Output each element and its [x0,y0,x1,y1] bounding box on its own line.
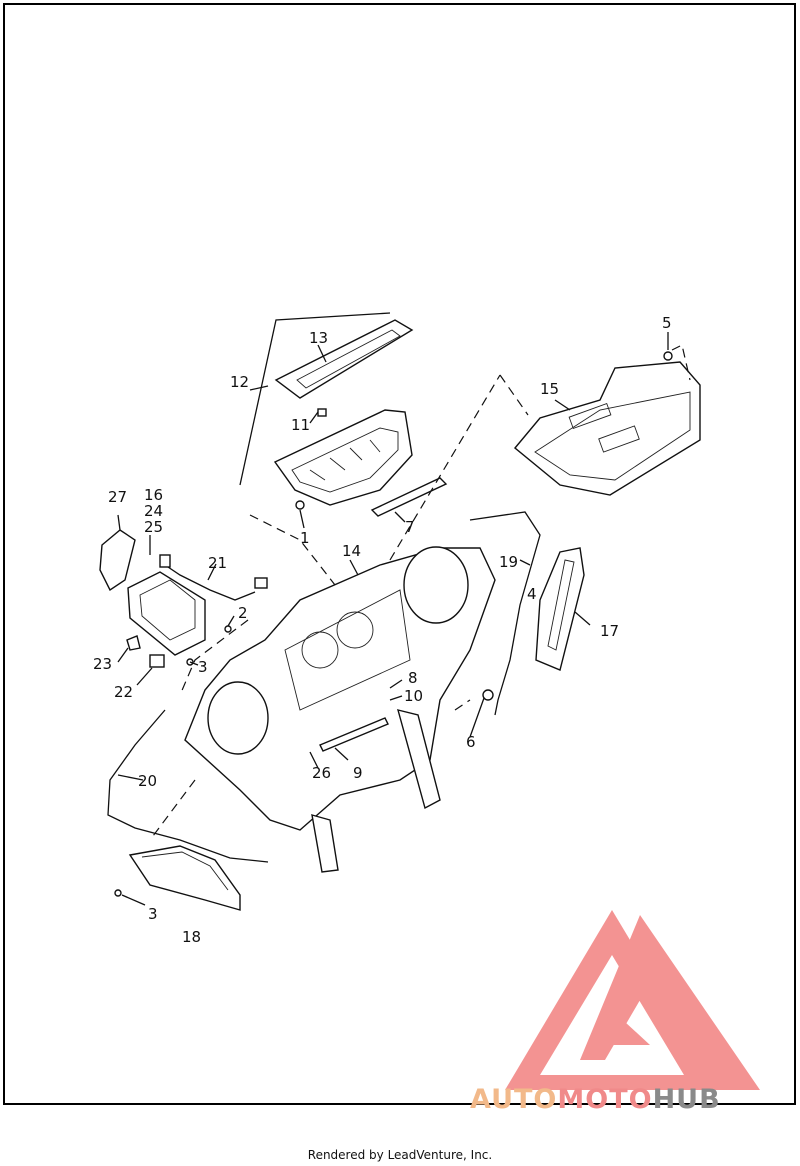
callout-21: 21 [208,554,227,572]
right-speaker-pod [403,546,469,624]
callout-15: 15 [540,380,559,398]
part-2-screw [224,625,232,633]
callout-5: 5 [662,314,672,332]
callout-19: 19 [499,553,518,571]
callout-26: 26 [312,764,331,782]
callout-27: 27 [108,488,127,506]
callout-10: 10 [404,687,423,705]
brand-hub: HUB [652,1084,721,1115]
automotohub-wordmark: AUTOMOTOHUB [470,1085,800,1115]
right-support-arm [397,709,441,810]
part-22-bushing [149,654,165,668]
left-electronics-group [99,529,268,668]
part-27-cover [99,529,136,592]
part-12-vent-housing [273,408,413,506]
left-speaker-pod [207,681,269,755]
callout-1: 1 [300,529,310,547]
callout-12: 12 [230,373,249,391]
callout-11: 11 [291,416,310,434]
callout-labels: 13 12 11 5 15 1 7 14 19 4 17 27 16 24 25… [93,314,672,946]
part-3-screw-lower [114,889,122,897]
callout-20: 20 [138,772,157,790]
part-18-lower-trim [128,845,241,911]
callout-4: 4 [527,585,537,603]
part-9-strip [319,717,389,752]
part-17-side-panel [535,547,585,671]
part-23-nut [126,635,141,651]
part-21-harness [164,564,256,601]
brand-moto: MOTO [557,1084,653,1115]
callout-25: 25 [144,518,163,536]
callout-9: 9 [353,764,363,782]
part-1-screw [295,500,305,510]
callout-6: 6 [466,733,476,751]
left-support-arm [311,814,339,873]
callout-13: 13 [309,329,328,347]
callout-16: 16 [144,486,163,504]
part-15-bracket [514,351,701,496]
part-11-clip [317,408,327,417]
callout-24: 24 [144,502,163,520]
part-14-inner-fairing [184,546,496,873]
gauge-opening [284,589,411,711]
diagram-frame [3,3,796,1105]
callout-3-upper: 3 [198,658,208,676]
part-25-module [127,571,206,656]
callout-3-lower: 3 [148,905,158,923]
callout-18: 18 [182,928,201,946]
automotohub-logo [505,910,760,1090]
callout-22: 22 [114,683,133,701]
render-credit: Rendered by LeadVenture, Inc. [307,1148,493,1162]
part-20-weatherstrip [107,709,269,863]
leader-lines [117,332,669,906]
callout-14: 14 [342,542,361,560]
callout-2: 2 [238,604,248,622]
part-7-seal-strip [370,477,448,517]
assembly-lines [149,312,691,841]
brand-auto: AUTO [470,1084,558,1115]
part-5-screw [663,351,673,361]
part-6-screw [482,689,494,701]
callout-17: 17 [600,622,619,640]
callout-23: 23 [93,655,112,673]
callout-7: 7 [405,518,415,536]
part-13-trim-strip [274,319,414,399]
part-19-weatherstrip [469,511,541,716]
callout-8: 8 [408,669,418,687]
